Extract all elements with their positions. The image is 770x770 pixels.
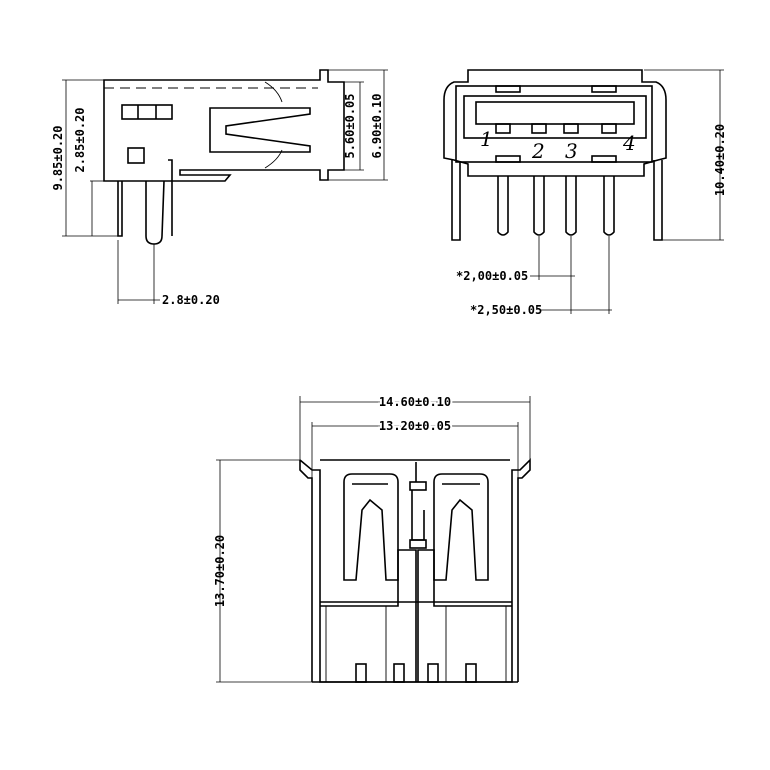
top-view: 14.60±0.10 13.20±0.05 13.70±0.20 xyxy=(213,393,531,683)
top-view-pin-slot xyxy=(465,663,477,683)
top-view-center-contact xyxy=(411,490,425,541)
front-view-shell xyxy=(443,69,667,177)
side-view-square xyxy=(127,147,145,164)
dim-label-pitch-inner: *2,00±0.05 xyxy=(456,269,528,283)
side-view-hook xyxy=(264,149,283,169)
top-view-outline xyxy=(299,458,531,683)
front-view-contact xyxy=(495,123,511,134)
front-view-pin xyxy=(565,176,577,236)
top-view-housing-right xyxy=(417,549,512,682)
dim-label-inner-width: 13.20±0.05 xyxy=(379,419,451,433)
front-view-tab xyxy=(591,85,617,93)
front-view-contact xyxy=(531,123,547,134)
pin-number: 2 xyxy=(531,139,545,163)
dim-label-tail-height: 2.85±0.20 xyxy=(73,107,87,172)
front-view-pin xyxy=(603,176,615,236)
dim-label-front-height: 10.40±0.20 xyxy=(713,124,727,196)
pin-number: 1 xyxy=(480,127,493,151)
front-view-tab xyxy=(495,85,521,93)
dim-label-depth: 13.70±0.20 xyxy=(213,535,227,607)
side-view-pin xyxy=(117,181,123,237)
side-view-body xyxy=(103,69,345,182)
front-view-shell-leg xyxy=(653,160,663,241)
dim-label-outer-height: 6.90±0.10 xyxy=(370,93,384,158)
top-view-spring xyxy=(433,473,489,581)
dim-label-total-height: 9.85±0.20 xyxy=(51,125,65,190)
front-view-tab xyxy=(591,155,617,163)
top-view-spring xyxy=(343,473,399,581)
front-view-tab xyxy=(495,155,521,163)
top-view-center-contact xyxy=(409,481,427,491)
front-view-pin xyxy=(533,176,545,236)
side-view-hook xyxy=(264,81,283,103)
side-view-pin xyxy=(168,159,173,236)
top-view-pin-slot xyxy=(427,663,439,683)
front-view-tongue xyxy=(475,101,635,125)
pin-number: 4 xyxy=(622,131,636,155)
dim-label-outer-width: 14.60±0.10 xyxy=(379,395,451,409)
top-view-housing-left xyxy=(320,549,417,682)
front-view-contact xyxy=(563,123,579,134)
pin-number: 3 xyxy=(565,139,578,163)
side-view-spring-contact xyxy=(209,107,311,153)
top-view-pin-slot xyxy=(355,663,367,683)
front-view-contact xyxy=(601,123,617,134)
front-view-port xyxy=(463,95,647,139)
front-view-shell-leg xyxy=(451,160,461,241)
front-view-pin xyxy=(497,176,509,236)
dim-label-pin-offset: 2.8±0.20 xyxy=(162,293,220,307)
side-view-pin xyxy=(145,180,165,245)
front-view-shell-inner xyxy=(455,85,653,163)
top-view-pin-slot xyxy=(393,663,405,683)
top-view-center-contact xyxy=(409,539,427,549)
dim-label-pitch-outer: *2,50±0.05 xyxy=(470,303,542,317)
front-view: 1 2 3 4 10.40±0.20 *2,00±0.05 *2,50±0.05 xyxy=(443,69,727,317)
side-view-window xyxy=(121,104,173,120)
side-view: 9.85±0.20 2.85±0.20 5.60±0.05 6.90±0.10 … xyxy=(51,69,388,307)
dim-label-inner-height: 5.60±0.05 xyxy=(343,93,357,158)
